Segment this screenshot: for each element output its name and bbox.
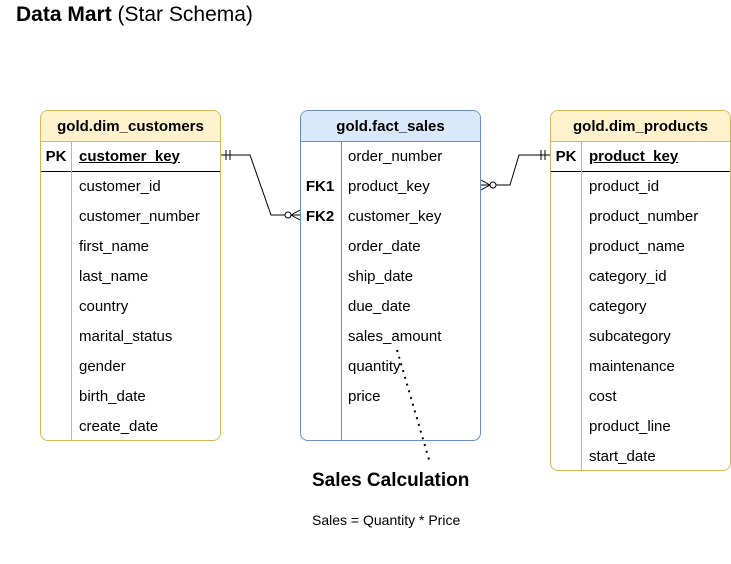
column-name: create_date (79, 417, 159, 435)
table-row[interactable]: price (301, 381, 480, 411)
table-header: gold.fact_sales (301, 111, 480, 141)
column-name: category_id (589, 267, 667, 285)
table-row[interactable]: marital_status (41, 321, 220, 351)
crowfoot-mark (290, 209, 301, 221)
pk-label: PK (555, 147, 577, 165)
column-name: price (348, 387, 381, 405)
crowfoot-mark (480, 179, 491, 191)
note-formula: Sales = Quantity * Price (312, 512, 461, 528)
connector-fact-to-products (481, 154, 550, 186)
column-name: start_date (589, 447, 656, 465)
column-name: product_name (589, 237, 685, 255)
column-name: maintenance (589, 357, 675, 375)
table-row[interactable]: order_date (301, 231, 480, 261)
table-row[interactable]: maintenance (551, 351, 730, 381)
table-row[interactable]: category_id (551, 261, 730, 291)
table-row[interactable]: category (551, 291, 730, 321)
table-header: gold.dim_products (551, 111, 730, 141)
table-dim-products[interactable]: gold.dim_products PK product_key product… (550, 110, 731, 471)
title-subtitle: (Star Schema) (117, 3, 253, 26)
key-label: FK2 (305, 207, 335, 225)
key-column-divider (341, 141, 342, 440)
column-name: birth_date (79, 387, 146, 405)
column-name: product_number (589, 207, 699, 225)
table-row[interactable]: FK1 product_key (301, 171, 480, 201)
column-name: country (79, 297, 129, 315)
pk-divider (551, 171, 730, 172)
diagram-title: Data Mart (Star Schema) (16, 3, 253, 27)
table-row[interactable]: FK2 customer_key (301, 201, 480, 231)
table-row[interactable]: ship_date (301, 261, 480, 291)
pk-divider (41, 171, 220, 172)
table-row[interactable]: start_date (551, 441, 730, 470)
column-name: product_line (589, 417, 671, 435)
column-name: cost (589, 387, 617, 405)
column-name: marital_status (79, 327, 173, 345)
header-divider (551, 141, 730, 142)
table-row[interactable]: product_line (551, 411, 730, 441)
table-row[interactable]: customer_id (41, 171, 220, 201)
column-name: sales_amount (348, 327, 442, 345)
table-row[interactable]: cost (551, 381, 730, 411)
table-row[interactable]: customer_number (41, 201, 220, 231)
table-row-pk[interactable]: PK customer_key (41, 141, 220, 171)
column-name: customer_number (79, 207, 200, 225)
note-title: Sales Calculation (312, 470, 470, 491)
key-column-divider (71, 141, 72, 440)
zero-mark (284, 211, 292, 219)
table-row[interactable]: subcategory (551, 321, 730, 351)
column-name: last_name (79, 267, 149, 285)
zero-mark (489, 181, 497, 189)
key-label: FK1 (305, 177, 335, 195)
column-name: customer_id (79, 177, 161, 195)
header-divider (41, 141, 220, 142)
column-name: quantity (348, 357, 401, 375)
column-name: gender (79, 357, 126, 375)
table-row[interactable]: sales_amount (301, 321, 480, 351)
connector-customers-to-fact (221, 154, 300, 216)
table-row[interactable]: order_number (301, 141, 480, 171)
column-name: order_date (348, 237, 421, 255)
column-name: first_name (79, 237, 150, 255)
table-row[interactable]: gender (41, 351, 220, 381)
table-row-pk[interactable]: PK product_key (551, 141, 730, 171)
column-name: customer_key (348, 207, 442, 225)
title-bold: Data Mart (16, 3, 112, 26)
table-row[interactable]: first_name (41, 231, 220, 261)
column-name: order_number (348, 147, 443, 165)
table-row[interactable]: quantity (301, 351, 480, 381)
column-name: ship_date (348, 267, 414, 285)
table-row[interactable]: country (41, 291, 220, 321)
pk-field: customer_key (79, 147, 180, 165)
table-row[interactable]: product_id (551, 171, 730, 201)
table-row[interactable]: last_name (41, 261, 220, 291)
table-row[interactable]: product_number (551, 201, 730, 231)
pk-field: product_key (589, 147, 679, 165)
column-name: product_id (589, 177, 660, 195)
key-column-divider (581, 141, 582, 470)
table-row[interactable]: create_date (41, 411, 220, 440)
pk-label: PK (45, 147, 67, 165)
header-divider (301, 141, 480, 142)
annotation-dotted-line (396, 349, 431, 464)
column-name: product_key (348, 177, 430, 195)
table-header: gold.dim_customers (41, 111, 220, 141)
column-name: subcategory (589, 327, 671, 345)
table-row[interactable]: product_name (551, 231, 730, 261)
column-name: category (589, 297, 647, 315)
table-row[interactable]: due_date (301, 291, 480, 321)
table-row[interactable]: birth_date (41, 381, 220, 411)
column-name: due_date (348, 297, 411, 315)
table-dim-customers[interactable]: gold.dim_customers PK customer_key custo… (40, 110, 221, 441)
